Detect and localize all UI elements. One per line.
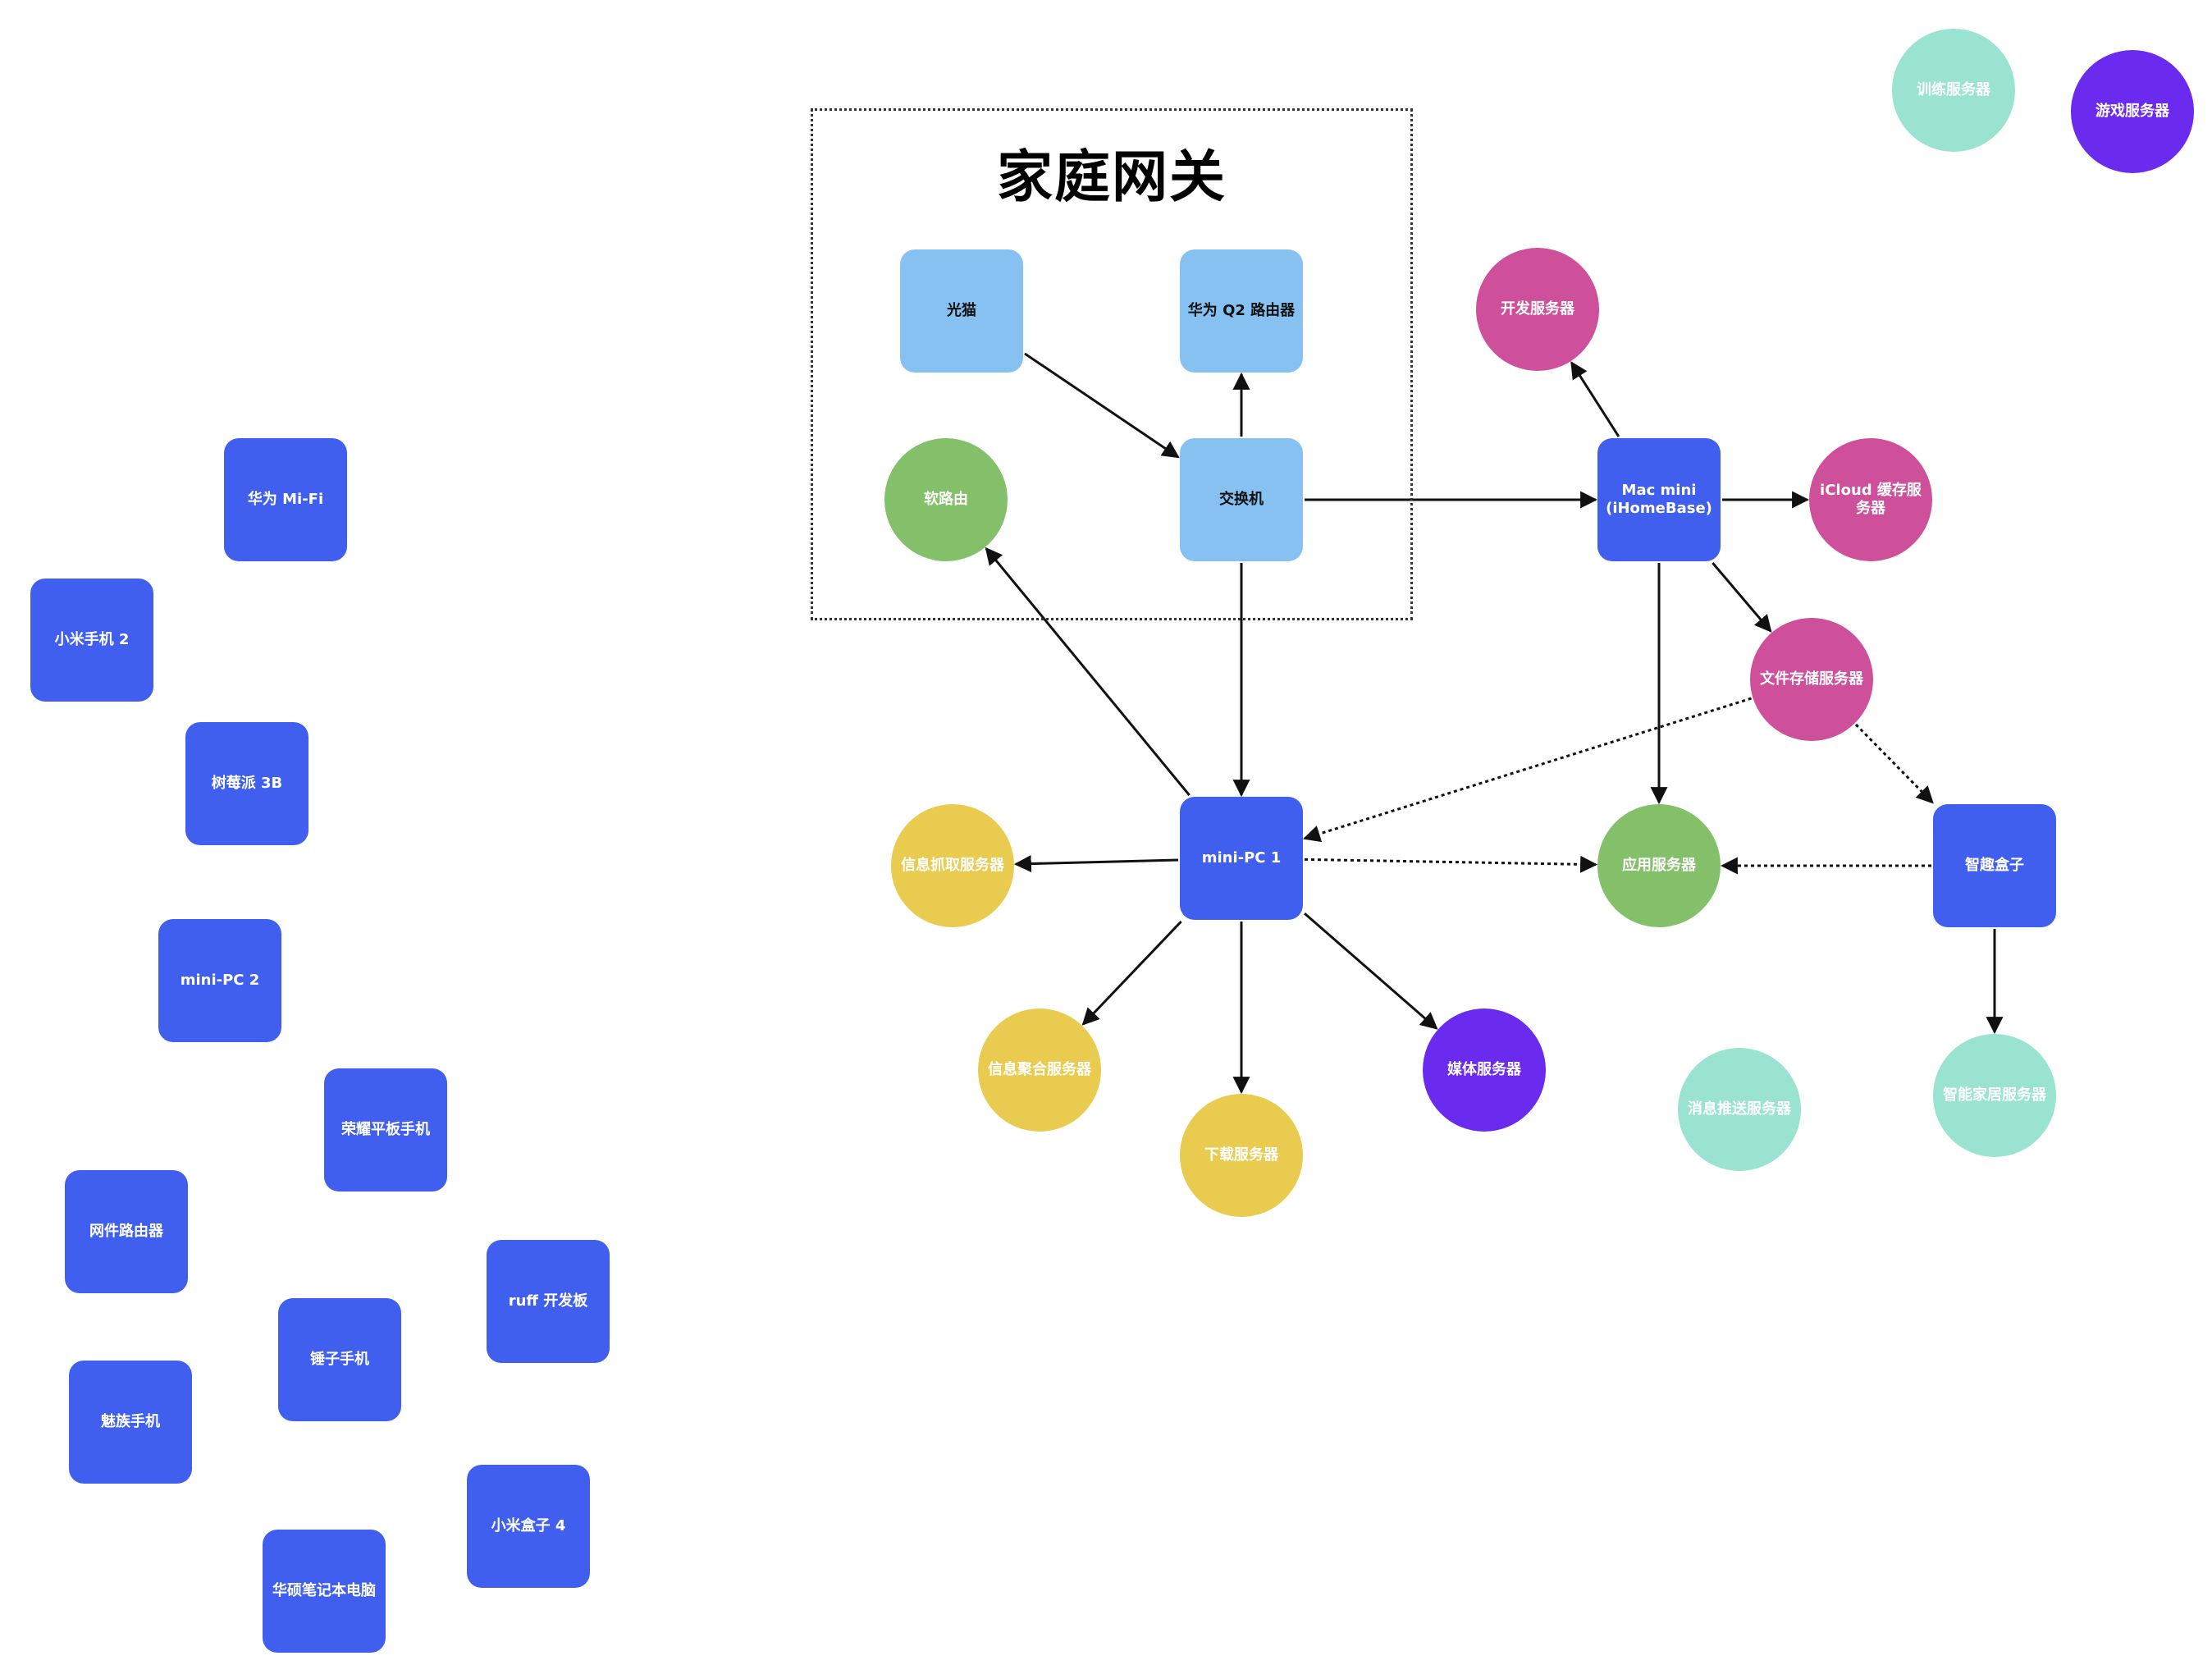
diagram-title: 家庭网关	[996, 145, 1227, 210]
edge-mini-pc-1-to-app-server	[1304, 855, 1598, 873]
node-meizu-phone[interactable]: 魅族手机	[69, 1361, 192, 1484]
node-asus-laptop[interactable]: 华硕笔记本电脑	[263, 1530, 386, 1653]
node-app-server[interactable]: 应用服务器	[1597, 804, 1721, 927]
node-smart-home[interactable]: 智能家居服务器	[1933, 1034, 2056, 1157]
edge-mini-pc-1-to-info-crawl	[1013, 855, 1179, 873]
edge-file-storage-to-mini-pc-1	[1302, 697, 1752, 843]
edge-guangmao-to-switch	[1024, 352, 1180, 459]
node-download-server[interactable]: 下载服务器	[1180, 1094, 1303, 1217]
node-dev-server[interactable]: 开发服务器	[1476, 248, 1599, 371]
node-game-server[interactable]: 游戏服务器	[2071, 50, 2194, 173]
node-file-storage[interactable]: 文件存储服务器	[1750, 618, 1873, 741]
node-smart-box[interactable]: 智趣盒子	[1933, 804, 2056, 927]
node-xiaomi-box-4[interactable]: 小米盒子 4	[467, 1465, 590, 1588]
node-raspberry-pi[interactable]: 树莓派 3B	[185, 722, 308, 845]
node-mac-mini[interactable]: Mac mini (iHomeBase)	[1597, 438, 1721, 561]
edge-mini-pc-1-to-media-server	[1304, 912, 1438, 1030]
node-push-server[interactable]: 消息推送服务器	[1678, 1048, 1801, 1171]
node-icloud-cache[interactable]: iCloud 缓存服 务器	[1809, 438, 1932, 561]
node-smartisan-phone[interactable]: 锤子手机	[278, 1298, 401, 1421]
node-switch[interactable]: 交换机	[1180, 438, 1303, 561]
node-info-aggr[interactable]: 信息聚合服务器	[978, 1009, 1101, 1132]
home-gateway-group	[811, 108, 1413, 620]
edge-file-storage-to-smart-box	[1854, 723, 1934, 804]
node-training-server[interactable]: 训练服务器	[1892, 29, 2015, 152]
node-netgear-router[interactable]: 网件路由器	[65, 1170, 188, 1293]
node-soft-router[interactable]: 软路由	[884, 438, 1008, 561]
node-xiaomi-phone-2[interactable]: 小米手机 2	[30, 579, 153, 702]
node-honor-tablet[interactable]: 荣耀平板手机	[324, 1068, 447, 1191]
edge-mac-mini-to-file-storage	[1712, 562, 1772, 633]
node-guangmao[interactable]: 光猫	[900, 249, 1023, 373]
node-info-crawl[interactable]: 信息抓取服务器	[891, 804, 1014, 927]
node-huawei-q2[interactable]: 华为 Q2 路由器	[1180, 249, 1303, 373]
node-ruff-board[interactable]: ruff 开发板	[487, 1240, 610, 1363]
edge-mini-pc-1-to-info-aggr	[1081, 920, 1182, 1026]
node-mini-pc-2[interactable]: mini-PC 2	[158, 919, 281, 1042]
node-mini-pc-1[interactable]: mini-PC 1	[1180, 797, 1303, 920]
node-media-server[interactable]: 媒体服务器	[1423, 1009, 1546, 1132]
node-huawei-mifi[interactable]: 华为 Mi-Fi	[224, 438, 347, 561]
edge-mac-mini-to-dev-server	[1570, 361, 1620, 437]
edge-mini-pc-1-to-soft-router	[985, 547, 1191, 796]
